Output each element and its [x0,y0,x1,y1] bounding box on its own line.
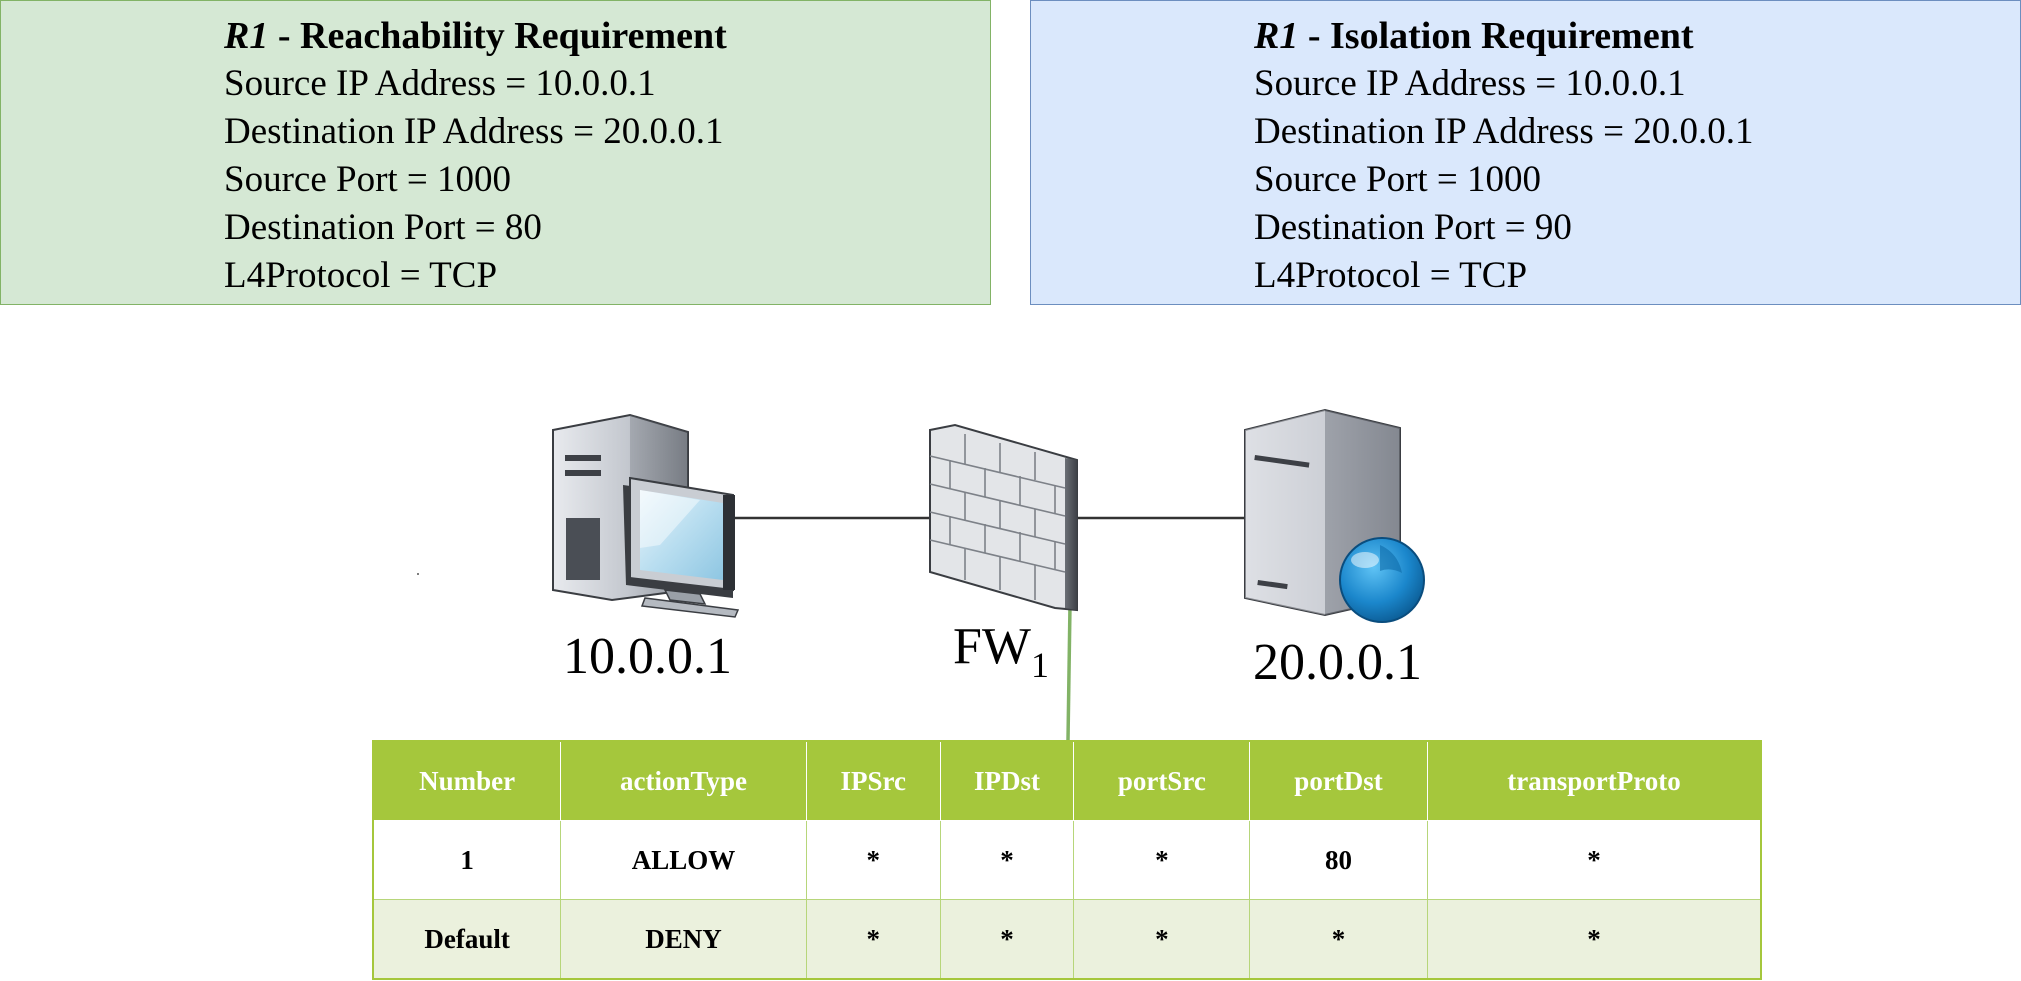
table-header-row: Number actionType IPSrc IPDst portSrc po… [372,741,1762,821]
table-row: Default DENY * * * * * [372,899,1762,980]
firewall-label: FW1 [953,618,1049,685]
header-ipdst: IPDst [939,741,1075,821]
header-ipsrc: IPSrc [805,741,941,821]
header-number: Number [372,741,562,821]
req1-l4protocol: L4Protocol = TCP [224,255,498,296]
reachability-requirement-title: R1 - Reachability Requirement [224,15,727,57]
req2-destination-ip: Destination IP Address = 20.0.0.1 [1254,111,1754,152]
link-firewall-table [1066,604,1072,741]
cell-portsrc: * [1073,899,1251,980]
header-portsrc: portSrc [1073,741,1251,821]
req1-destination-port: Destination Port = 80 [224,207,542,248]
cell-ipsrc: * [805,820,941,900]
cell-portdst: 80 [1249,820,1428,900]
isolation-requirement-title: R1 - Isolation Requirement [1254,15,1694,57]
cell-portsrc: * [1073,820,1251,900]
cell-transportproto: * [1426,899,1762,980]
firewall-rule-table: Number actionType IPSrc IPDst portSrc po… [372,740,1762,980]
header-actiontype: actionType [560,741,807,821]
req1-destination-ip: Destination IP Address = 20.0.0.1 [224,111,724,152]
req1-source-port: Source Port = 1000 [224,159,512,200]
cell-transportproto: * [1426,820,1762,900]
cell-actiontype: ALLOW [560,820,807,900]
cell-actiontype: DENY [560,899,807,980]
req2-l4protocol: L4Protocol = TCP [1254,255,1528,296]
cell-ipdst: * [939,820,1075,900]
req2-destination-port: Destination Port = 90 [1254,207,1572,248]
cell-number: 1 [372,820,562,900]
web-server-globe-icon [1244,408,1425,623]
server-ip-label: 20.0.0.1 [1253,634,1422,691]
client-ip-label: 10.0.0.1 [563,628,732,685]
cell-ipdst: * [939,899,1075,980]
cell-ipsrc: * [805,899,941,980]
reachability-requirement-box: R1 - Reachability Requirement Source IP … [0,0,991,305]
header-portdst: portDst [1249,741,1428,821]
req2-source-ip: Source IP Address = 10.0.0.1 [1254,63,1686,104]
firewall-brick-icon [929,423,1078,612]
isolation-requirement-box: R1 - Isolation Requirement Source IP Add… [1030,0,2021,305]
req1-source-ip: Source IP Address = 10.0.0.1 [224,63,656,104]
desktop-computer-icon [552,413,740,618]
table-row: 1 ALLOW * * * 80 * [372,820,1762,900]
cell-number: Default [372,899,562,980]
cell-portdst: * [1249,899,1428,980]
req2-source-port: Source Port = 1000 [1254,159,1542,200]
header-transportproto: transportProto [1426,741,1762,821]
